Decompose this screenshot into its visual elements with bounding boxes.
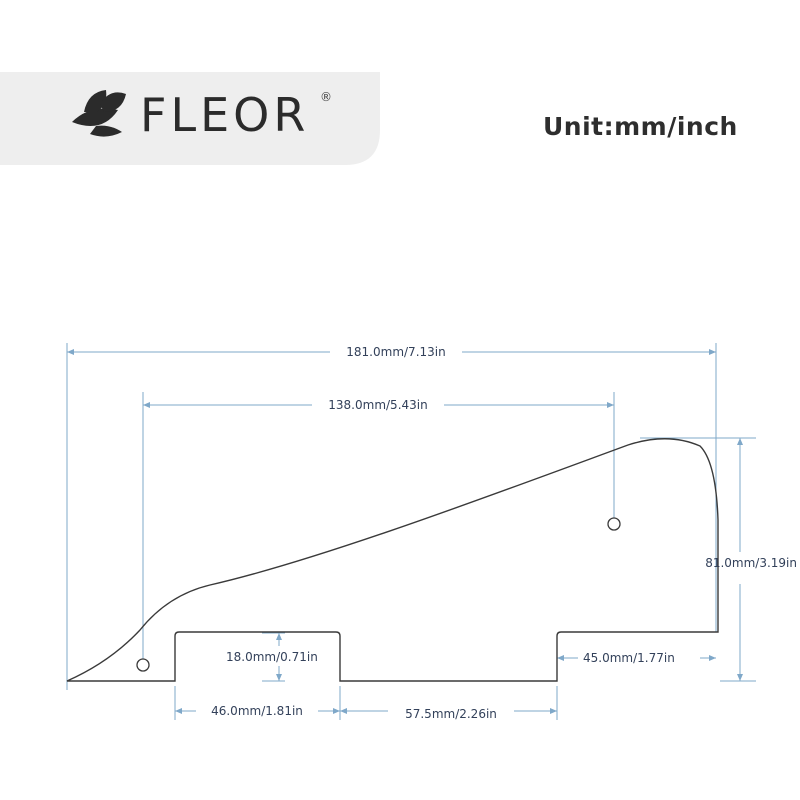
dimension-lines [67,349,743,714]
unit-label: Unit:mm/inch [543,112,738,141]
pickguard-outline [66,438,719,682]
brand-name: FLEOR [140,88,310,142]
label-left-tab-width: 46.0mm/1.81in [211,704,303,718]
label-hole-spacing: 138.0mm/5.43in [328,398,427,412]
leaf-logo-icon [72,90,126,137]
label-overall-width: 181.0mm/7.13in [346,345,445,359]
left-mounting-hole [136,658,150,672]
label-gap-width: 57.5mm/2.26in [405,707,497,721]
label-overall-height: 81.0mm/3.19in [705,556,797,570]
right-mounting-hole [607,517,621,531]
brand-registered-mark: ® [320,90,332,104]
label-tab-height: 18.0mm/0.71in [226,650,318,664]
label-right-tab-width: 45.0mm/1.77in [583,651,675,665]
